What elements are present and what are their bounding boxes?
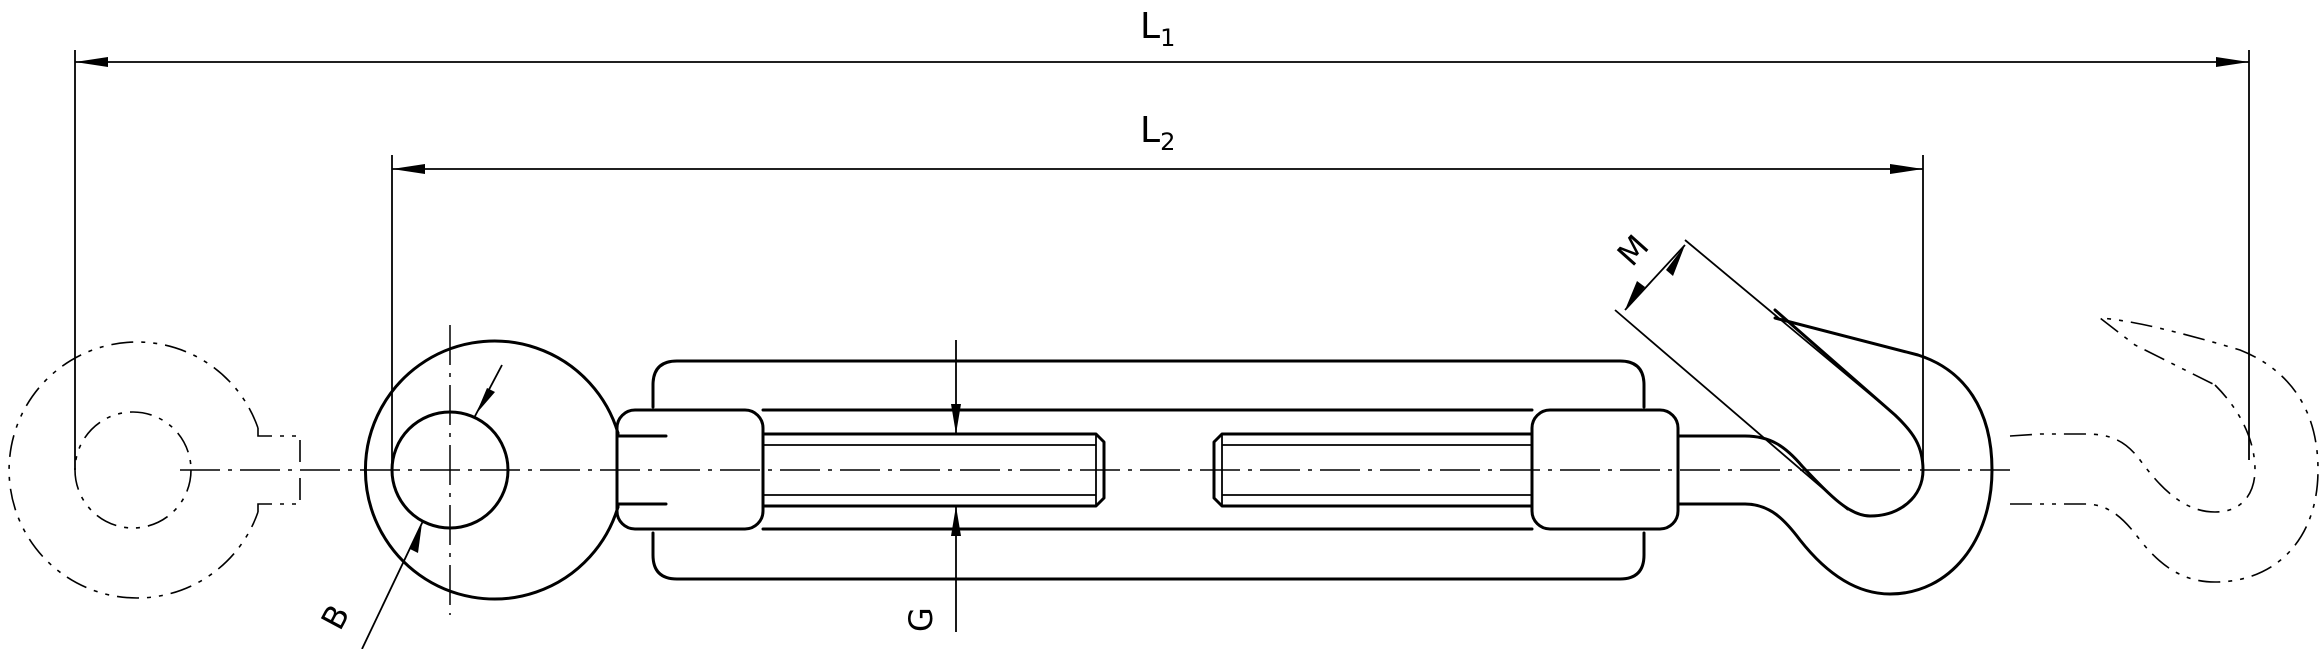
right-threaded-rod (1212, 432, 1534, 508)
left-phantom-eye (8, 341, 301, 599)
arrowhead-l2-left (392, 164, 425, 174)
body-frame-bottom (651, 531, 1646, 581)
hook-end (1676, 308, 1994, 596)
right-boss (1530, 408, 1680, 531)
label-l2-letter: L (1140, 110, 1160, 151)
dimension-l1: L1 (74, 6, 2250, 470)
phantom-eye-inner (74, 411, 192, 529)
hook-outer-contour (1676, 316, 1994, 596)
right-phantom-hook (2009, 317, 2319, 583)
hook-inner-contour (1676, 308, 1925, 518)
arrowhead-m-bottom (1625, 281, 1645, 310)
arrowhead-l1-right (2216, 57, 2249, 67)
arrowhead-l1-left (75, 57, 108, 67)
left-rod-outline (761, 432, 1106, 508)
extension-line-m-lower (1614, 309, 1849, 511)
eye-shank-top (616, 431, 668, 438)
arrowhead-g-bottom (951, 506, 961, 536)
phantom-hook-inner (2009, 384, 2256, 513)
left-boss (615, 408, 765, 531)
dimension-b: B (314, 364, 503, 650)
arrowhead-b-bottom (410, 523, 422, 553)
dimension-line-m (1624, 244, 1686, 311)
label-m: M (1610, 227, 1657, 273)
extension-line-m-upper (1684, 239, 1896, 416)
label-l1-letter: L (1140, 6, 1160, 47)
label-l2: L2 (1140, 110, 1175, 156)
arrowhead-l2-right (1890, 164, 1923, 174)
label-l1-subscript: 1 (1160, 24, 1175, 52)
arrowhead-m-top (1666, 245, 1685, 276)
turnbuckle-body (615, 359, 1680, 581)
left-threaded-rod (761, 432, 1106, 508)
label-b: B (314, 599, 358, 636)
eye-outer-contour (363, 339, 620, 601)
eye-shank-bottom (616, 502, 668, 509)
dimension-m: M (1610, 227, 1896, 511)
phantom-shank-bottom (257, 470, 301, 512)
phantom-eye-outer (8, 341, 259, 599)
dimension-g: G (902, 340, 961, 632)
label-g: G (902, 607, 940, 632)
leader-b-bottom (361, 520, 424, 650)
arrowhead-g-top (951, 404, 961, 434)
dimension-l2: L2 (391, 110, 1924, 470)
phantom-shank-top (257, 428, 301, 470)
right-rod-outline (1212, 432, 1534, 508)
body-frame-top (651, 359, 1646, 409)
label-l2-subscript: 2 (1160, 128, 1175, 156)
label-l1: L1 (1140, 6, 1175, 52)
arrowhead-b-top (476, 388, 495, 414)
phantom-hook-outer (2010, 317, 2319, 583)
